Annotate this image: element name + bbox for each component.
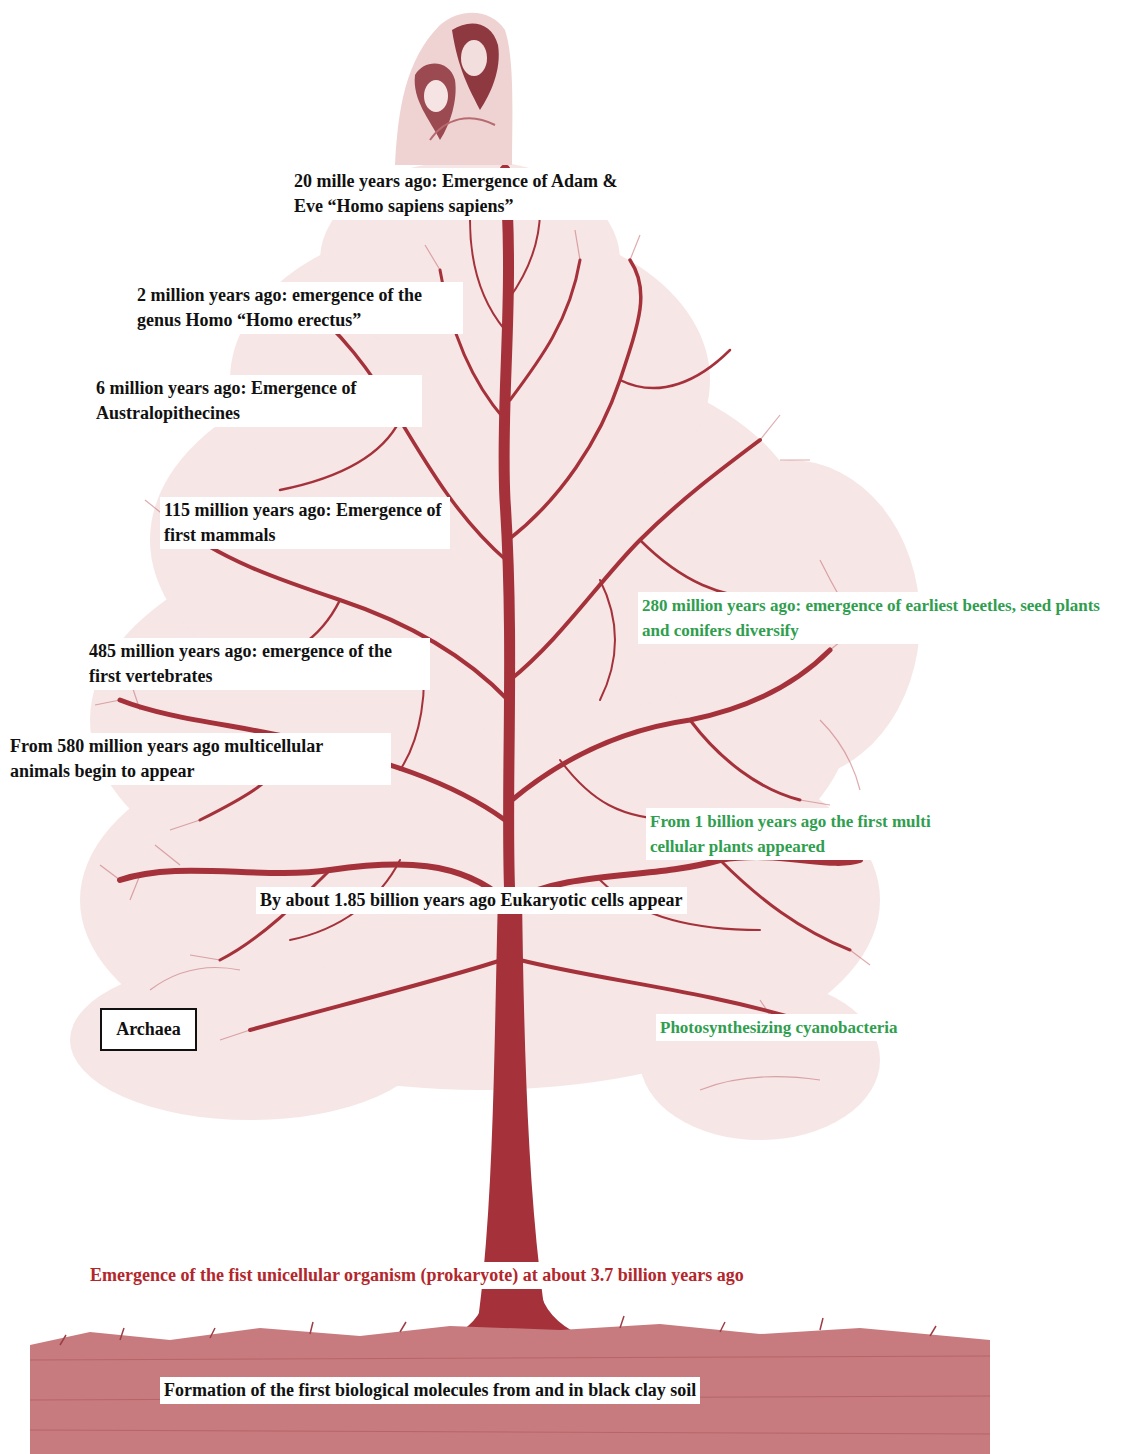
tree-part (30, 1324, 990, 1454)
tree-part (415, 64, 456, 140)
timeline-label: Emergence of the fist unicellular organi… (86, 1262, 748, 1289)
tree-part (720, 860, 850, 950)
foliage (70, 160, 920, 1140)
timeline-label: 6 million years ago: Emergence of Austra… (92, 375, 422, 427)
tree-part (220, 870, 330, 960)
tree-part (424, 80, 448, 112)
tree-part (470, 220, 505, 330)
tree-part (95, 500, 200, 900)
timeline-label: Formation of the first biological molecu… (160, 1377, 700, 1404)
group-box: Archaea (100, 1008, 197, 1051)
tree-part (504, 170, 510, 900)
tree-part (430, 118, 495, 140)
ground (30, 1316, 990, 1454)
tree-part (600, 580, 615, 700)
timeline-label: By about 1.85 billion years ago Eukaryot… (256, 887, 687, 914)
tree-part (620, 350, 730, 388)
tree-part (690, 720, 800, 800)
tree-part (30, 1356, 990, 1434)
adam-eve-figure (395, 13, 512, 165)
tree-part (60, 1316, 936, 1345)
tree-part (250, 960, 502, 1030)
tree-part (395, 13, 512, 165)
tree-part (640, 540, 780, 600)
tree-part (512, 650, 830, 800)
tree-part (520, 960, 800, 1020)
tree-part (510, 440, 760, 680)
timeline-label: From 580 million years ago multicellular… (6, 733, 391, 785)
tree-part (70, 960, 430, 1120)
timeline-label: 2 million years ago: emergence of the ge… (133, 282, 463, 334)
group-label: Archaea (116, 1019, 181, 1040)
timeline-label: Photosynthesizing cyanobacteria (656, 1014, 902, 1041)
tree-part (452, 23, 499, 110)
tree-part (478, 895, 546, 1320)
tree-part (640, 980, 880, 1140)
tree-part (508, 260, 641, 540)
timeline-label: 20 mille years ago: Emergence of Adam & … (290, 168, 630, 220)
timeline-label: 280 million years ago: emergence of earl… (638, 592, 1120, 644)
timeline-label: 115 million years ago: Emergence of firs… (160, 497, 450, 549)
tree-part (508, 210, 540, 300)
timeline-label: From 1 billion years ago the first multi… (646, 808, 986, 860)
tree-part (280, 420, 400, 490)
timeline-label: 485 million years ago: emergence of the … (85, 638, 430, 690)
tree-part (461, 40, 487, 76)
